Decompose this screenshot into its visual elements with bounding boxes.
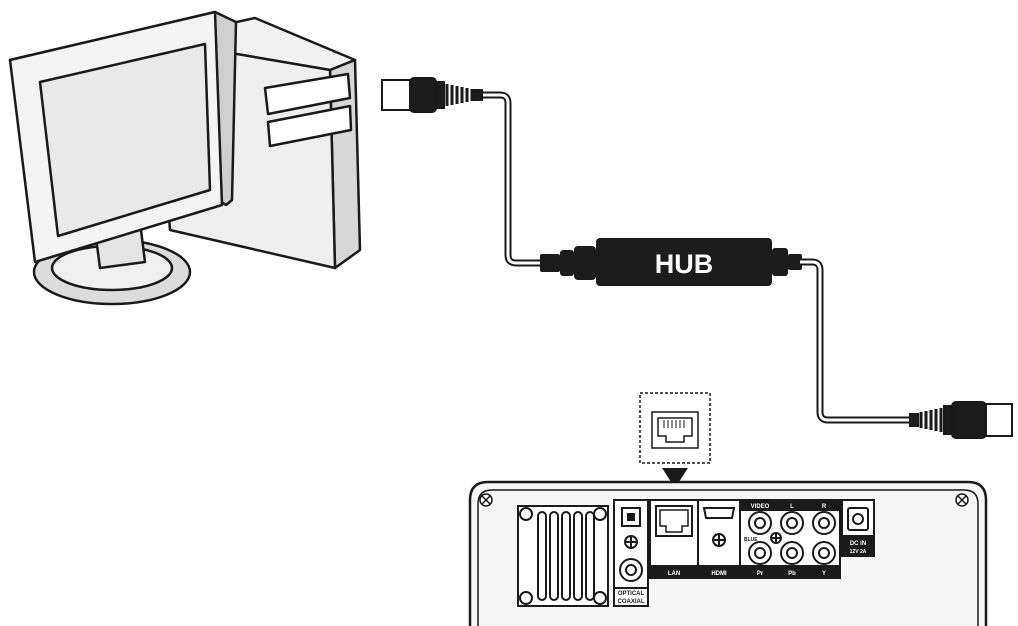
y-label: Y: [822, 571, 826, 577]
cable-hub-to-device: [800, 258, 915, 424]
pc-monitor: [8, 10, 238, 306]
hdmi-label: HDMI: [711, 571, 727, 577]
rca-blue-label: BLUE: [744, 537, 758, 543]
pointer-arrow-icon: [662, 468, 688, 488]
lan-port-callout: [639, 392, 711, 488]
dc-in-label: DC IN: [850, 541, 866, 547]
hub-device: HUB: [540, 238, 802, 286]
rj45-plug-top: [381, 77, 483, 113]
video-label: VIDEO: [751, 504, 770, 510]
pb-label: Pb: [788, 571, 796, 577]
audio-l-label: L: [790, 504, 794, 510]
av-rca-block: [739, 499, 841, 579]
ethernet-port-icon: [651, 411, 699, 449]
rj45-plug-bottom: [909, 401, 1013, 439]
optical-label: OPTICAL: [618, 591, 645, 597]
cable-pc-to-hub: [480, 91, 545, 267]
audio-r-label: R: [822, 504, 827, 510]
screw-icon: [479, 493, 493, 507]
dc-spec-label: 12V 2A: [850, 549, 867, 555]
heat-sink-vent: [517, 505, 609, 607]
lan-label: LAN: [668, 571, 680, 577]
coaxial-label: COAXIAL: [618, 599, 645, 605]
pr-label: Pr: [757, 571, 764, 577]
dc-in-port: [841, 499, 875, 557]
hub-label: HUB: [655, 249, 714, 279]
hdmi-port: [697, 499, 741, 579]
optical-coaxial-section: [613, 499, 649, 607]
computer-icon: [8, 10, 362, 306]
lan-port: [649, 499, 699, 579]
screw-icon: [955, 493, 969, 507]
